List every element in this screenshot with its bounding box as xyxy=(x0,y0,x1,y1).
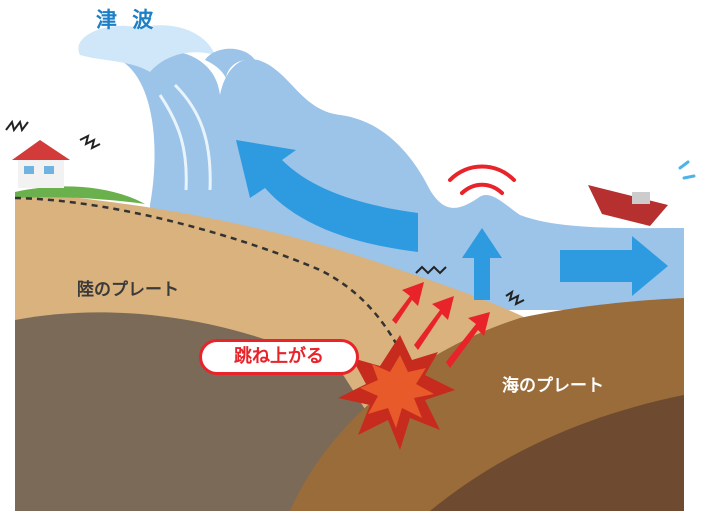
house-icon xyxy=(12,140,70,188)
rebound-arrows xyxy=(392,282,490,368)
signal-wave-icon xyxy=(460,182,504,195)
uplift-arrow xyxy=(462,228,502,300)
boat-icon xyxy=(588,160,696,226)
signal-wave-icon xyxy=(448,164,516,182)
sea-deep-layer xyxy=(430,395,684,511)
rebound-arrow xyxy=(392,282,424,324)
grass-hill xyxy=(15,186,145,204)
rebound-arrow xyxy=(446,312,490,368)
vibration-mark xyxy=(505,289,525,306)
wave-crest xyxy=(78,25,216,72)
vibration-mark xyxy=(415,265,447,275)
land-plate-label: 陸のプレート xyxy=(77,280,179,300)
seaward-arrow xyxy=(560,236,668,296)
sea-plate-label: 海のプレート xyxy=(502,376,604,396)
vibration-mark xyxy=(5,119,29,133)
back-flow-arrow xyxy=(236,140,418,252)
rebound-arrow xyxy=(414,296,454,350)
plate-boundary-line xyxy=(14,196,407,361)
wave-curl xyxy=(205,48,255,78)
vibration-mark xyxy=(79,134,101,150)
wave-foam-line xyxy=(173,83,212,191)
diagram-title: 津 波 xyxy=(96,8,158,32)
epicenter-burst-core xyxy=(360,355,434,428)
rebound-label: 跳ね上がる xyxy=(199,339,359,375)
wave-foam-line xyxy=(158,94,188,191)
